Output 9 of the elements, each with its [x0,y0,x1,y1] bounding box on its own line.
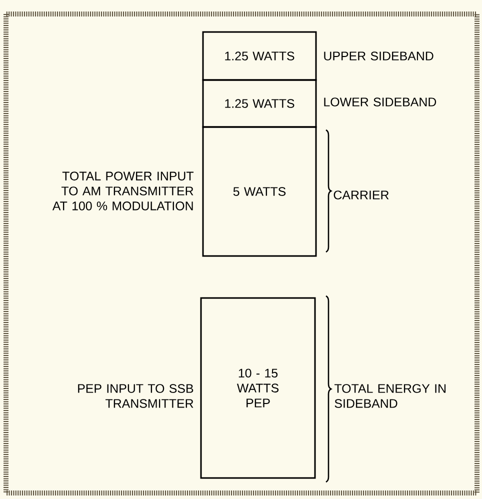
side-label: PEP INPUT TO SSB TRANSMITTER [78,384,194,408]
power-box: 10 - 15 WATTS PEP [200,297,316,479]
side-label: CARRIER [334,190,389,200]
power-box: 1.25 WATTS [202,79,317,128]
power-box: 1.25 WATTS [202,31,317,81]
side-label: LOWER SIDEBAND [324,98,436,106]
side-label: UPPER SIDEBAND [324,52,434,60]
side-label: TOTAL ENERGY IN SIDEBAND [334,384,446,408]
power-box: 5 WATTS [202,126,317,257]
